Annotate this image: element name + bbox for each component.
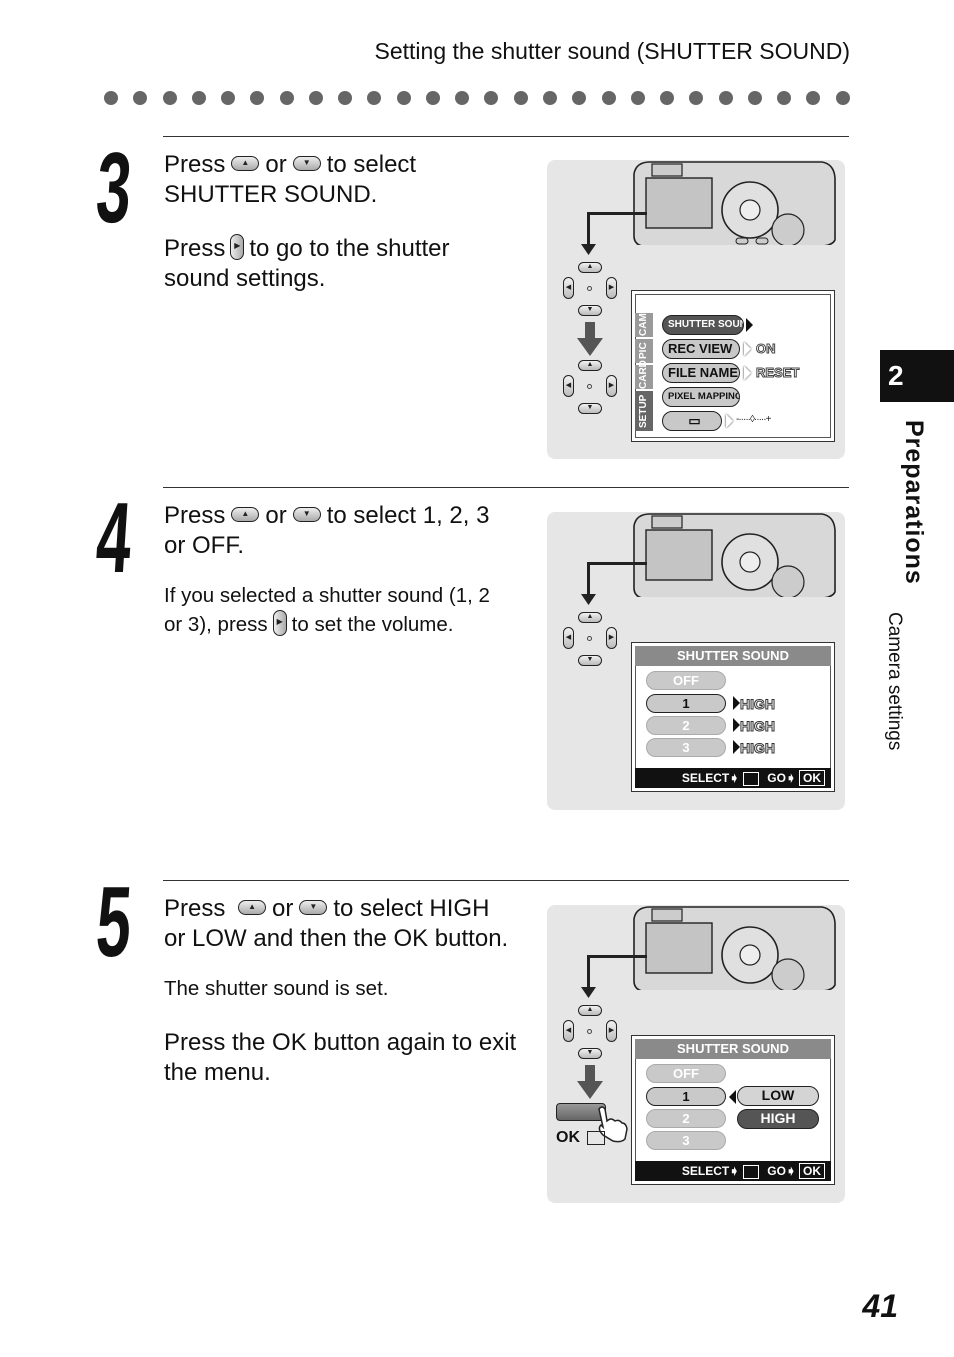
option-off: OFF (646, 1064, 726, 1083)
step-5-note: The shutter sound is set. (164, 977, 389, 1000)
step-4-note: If you selected a shutter sound (1, 2 or… (164, 584, 490, 636)
screen-guide-bar: SELECT➧GO➧OK (635, 768, 831, 788)
menu-item-brightness: ▭ (662, 411, 722, 431)
step-3-rule (163, 136, 849, 137)
shutter-sound-screen: SHUTTER SOUND OFF 1 2 3 HIGH HIGH HIGH S… (631, 642, 835, 792)
arrow-down-icon (577, 322, 603, 356)
step-5-illustration: ▲◀▶▼ OK SHUTTER SOUND OFF 1 2 3 LOW HIGH… (547, 905, 845, 1203)
chapter-tab: 2 (880, 350, 954, 402)
choice-low: LOW (737, 1086, 819, 1106)
pressing-hand-icon (598, 1106, 628, 1143)
ok-button-label: OK (556, 1129, 580, 1146)
screen-title: SHUTTER SOUND (635, 646, 831, 666)
step-3-number: 3 (93, 132, 135, 244)
screen-guide-bar: SELECT➧GO➧OK (635, 1161, 831, 1181)
setup-menu-screen: CAM PIC CARD SETUP SHUTTER SOUND REC VIE… (631, 290, 835, 442)
dpad-icon: ▲◀▶▼ (560, 612, 620, 666)
option-2: 2 (646, 716, 726, 735)
option-1: 1 (646, 1087, 726, 1106)
up-button-icon: ▲ (238, 900, 267, 916)
brightness-slider: -·····◊·····+ (736, 414, 771, 425)
camera-back-icon (633, 906, 836, 990)
step-5-number: 5 (93, 866, 135, 978)
option-off: OFF (646, 671, 726, 690)
step-5-extra: Press the OK button again to exit the me… (164, 1029, 517, 1086)
dotted-divider (104, 90, 850, 106)
step-3-instruction-2: Press▶to go to the shutter sound setting… (164, 233, 450, 292)
step-5-rule (163, 880, 849, 881)
step-4-rule (163, 487, 849, 488)
option-1: 1 (646, 694, 726, 713)
camera-back-icon (633, 161, 836, 245)
chapter-title: Preparations (900, 420, 928, 585)
right-button-icon: ▶ (272, 609, 287, 636)
section-title: Camera settings (884, 612, 905, 751)
camera-back-icon (633, 513, 836, 597)
dpad-icon: ▲◀▶▼ (560, 1005, 620, 1059)
step-3-instruction: Press▲or▼to select SHUTTER SOUND. (164, 151, 417, 208)
arrow-down-icon (581, 987, 596, 998)
shutter-sound-screen: SHUTTER SOUND OFF 1 2 3 LOW HIGH SELECT➧… (631, 1035, 835, 1185)
dpad-icon: ▲◀▶▼ (560, 360, 620, 414)
choice-high: HIGH (737, 1109, 819, 1129)
step-3-illustration: ▲◀▶▼ ▲◀▶▼ CAM PIC CARD SETUP SHUTTER SOU… (547, 160, 845, 459)
option-3: 3 (646, 1131, 726, 1150)
arrow-down-icon (581, 244, 596, 255)
up-button-icon: ▲ (231, 507, 260, 523)
page-header: Setting the shutter sound (SHUTTER SOUND… (374, 38, 851, 64)
down-button-icon: ▼ (292, 156, 321, 172)
down-button-icon: ▼ (292, 507, 321, 523)
menu-item-rec-view: REC VIEW (662, 339, 740, 359)
page-number: 41 (862, 1288, 898, 1324)
menu-item-pixel-mapping: PIXEL MAPPING (662, 387, 740, 407)
screen-title: SHUTTER SOUND (635, 1039, 831, 1059)
step-4-number: 4 (93, 482, 135, 594)
menu-item-file-name: FILE NAME (662, 363, 740, 383)
arrow-down-icon (581, 594, 596, 605)
option-2: 2 (646, 1109, 726, 1128)
step-4-illustration: ▲◀▶▼ SHUTTER SOUND OFF 1 2 3 HIGH HIGH H… (547, 512, 845, 810)
menu-icon (587, 1131, 605, 1145)
dpad-icon: ▲◀▶▼ (560, 262, 620, 316)
down-button-icon: ▼ (299, 900, 328, 916)
menu-item-shutter-sound: SHUTTER SOUND (662, 315, 744, 335)
right-button-icon: ▶ (230, 233, 245, 260)
step-5-instruction: Press ▲or▼to select HIGH or LOW and then… (164, 895, 509, 952)
arrow-down-icon (577, 1065, 603, 1099)
up-button-icon: ▲ (231, 156, 260, 172)
step-4-instruction: Press▲or▼to select 1, 2, 3 or OFF. (164, 502, 490, 559)
option-3: 3 (646, 738, 726, 757)
